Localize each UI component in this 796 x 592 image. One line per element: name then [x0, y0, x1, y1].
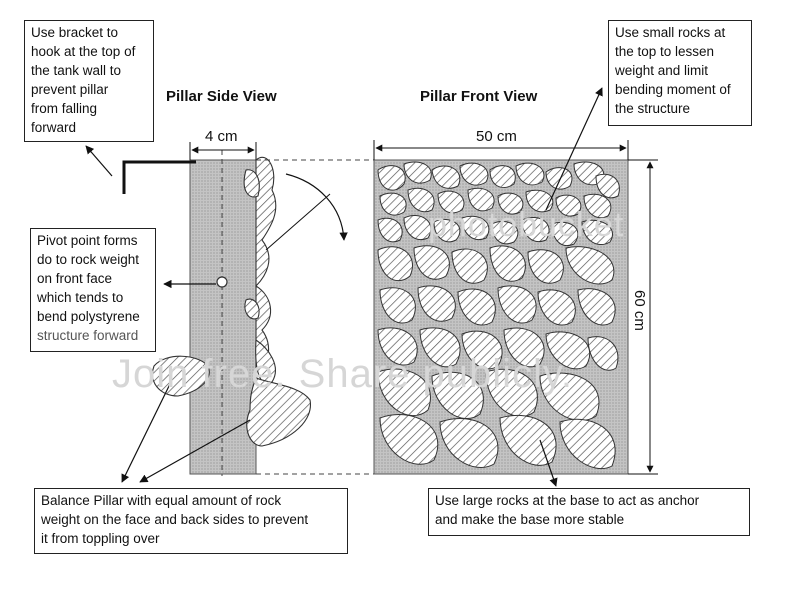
balance-leader-front	[139, 419, 251, 483]
height-label: 60 cm	[631, 290, 648, 331]
large-rocks-note: Use large rocks at the base to act as an…	[428, 488, 750, 536]
front-view-rocks	[377, 161, 620, 470]
side-view-heading: Pillar Side View	[166, 88, 277, 105]
pivot-point	[216, 276, 228, 288]
width-label: 50 cm	[476, 128, 517, 145]
front-view-heading: Pillar Front View	[420, 88, 538, 105]
side-view-back-rocks	[152, 355, 210, 397]
side-view-front-rocks	[243, 157, 311, 447]
pivot-note: Pivot point forms do to rock weight on f…	[30, 228, 156, 352]
bracket-note: Use bracket to hook at the top of the ta…	[24, 20, 154, 142]
small-rocks-note: Use small rocks at the top to lessen wei…	[608, 20, 752, 126]
balance-leader-back	[121, 383, 171, 483]
watermark-middle: Join free. Share publicly.	[112, 352, 574, 396]
small-rocks-leader	[545, 87, 603, 211]
large-rocks-leader	[539, 439, 558, 487]
bracket-leader	[85, 145, 113, 177]
watermark-top: photobucket	[428, 206, 625, 244]
thickness-label: 4 cm	[205, 128, 238, 145]
balance-note: Balance Pillar with equal amount of rock…	[34, 488, 348, 554]
bending-line	[265, 193, 331, 251]
side-view-pillar	[189, 159, 257, 475]
bracket	[122, 160, 196, 194]
